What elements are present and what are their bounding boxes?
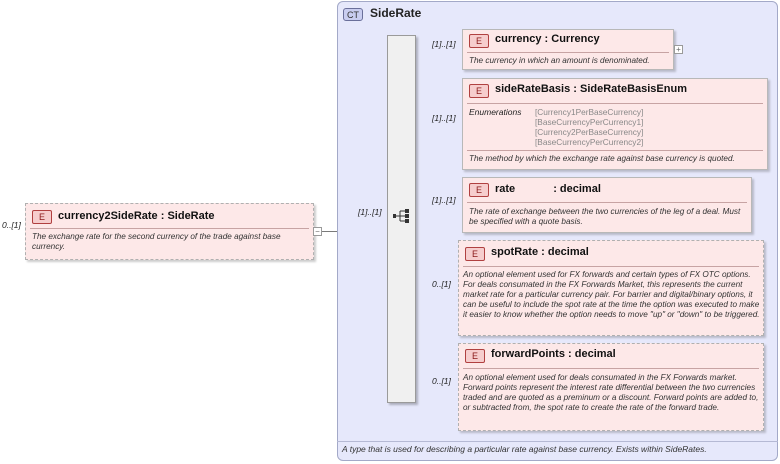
sequence-multiplicity: [1]..[1] [358,207,382,217]
element-box-forwardPoints[interactable]: E forwardPoints : decimal An optional el… [458,343,764,431]
element-description-rate: The rate of exchange between the two cur… [469,207,741,226]
root-description: The exchange rate for the second currenc… [32,232,281,251]
element-badge: E [465,349,485,363]
enum-value: [BaseCurrencyPerCurrency2] [535,137,644,147]
element-separator [467,103,763,104]
complex-type-footer-divider [337,441,778,442]
enum-value: [Currency2PerBaseCurrency] [535,127,644,137]
element-description-sideRateBasis: The method by which the exchange rate ag… [469,154,735,163]
sequence-icon [393,209,409,223]
element-badge: E [465,247,485,261]
element-badge: E [32,210,52,224]
element-multiplicity: [1]..[1] [432,195,456,205]
element-separator [463,266,759,267]
complex-type-badge: CT [343,8,363,21]
root-multiplicity: 0..[1] [2,220,21,230]
element-name-rate: rate: decimal [495,183,601,195]
element-name-spotRate: spotRate : decimal [491,246,589,258]
currency-expand-toggle[interactable]: + [674,45,683,54]
element-name-sideRateBasis: sideRateBasis : SideRateBasisEnum [495,83,687,95]
element-box-spotRate[interactable]: E spotRate : decimal An optional element… [458,240,764,336]
enum-value: [BaseCurrencyPerCurrency1] [535,117,644,127]
sequence-compositor[interactable] [387,35,416,403]
element-box-currency[interactable]: E currency : Currency The currency in wh… [462,29,674,70]
element-box-sideRateBasis[interactable]: E sideRateBasis : SideRateBasisEnum Enum… [462,78,768,170]
root-collapse-toggle[interactable]: − [313,227,322,236]
element-badge: E [469,34,489,48]
complex-type-description: A type that is used for describing a par… [342,444,707,454]
root-element-box[interactable]: E currency2SideRate : SideRate The excha… [25,203,314,260]
element-separator [467,52,669,53]
element-separator [463,368,759,369]
element-name-forwardPoints: forwardPoints : decimal [491,348,616,360]
element-separator [467,150,763,151]
element-name-currency: currency : Currency [495,33,600,45]
complex-type-name: SideRate [370,6,422,20]
element-description-currency: The currency in which an amount is denom… [469,56,650,65]
enum-value: [Currency1PerBaseCurrency] [535,107,644,117]
element-description-spotRate: An optional element used for FX forwards… [463,270,760,319]
element-badge: E [469,183,489,197]
element-box-rate[interactable]: E rate: decimal The rate of exchange bet… [462,177,752,233]
element-badge: E [469,84,489,98]
element-multiplicity: [1]..[1] [432,39,456,49]
element-multiplicity: 0..[1] [432,376,451,386]
root-separator [30,228,309,229]
element-separator [467,202,747,203]
element-description-forwardPoints: An optional element used for deals consu… [463,373,759,412]
root-element-name: currency2SideRate : SideRate [58,210,215,222]
enumerations-label: Enumerations [469,107,522,117]
element-multiplicity: 0..[1] [432,279,451,289]
element-multiplicity: [1]..[1] [432,113,456,123]
